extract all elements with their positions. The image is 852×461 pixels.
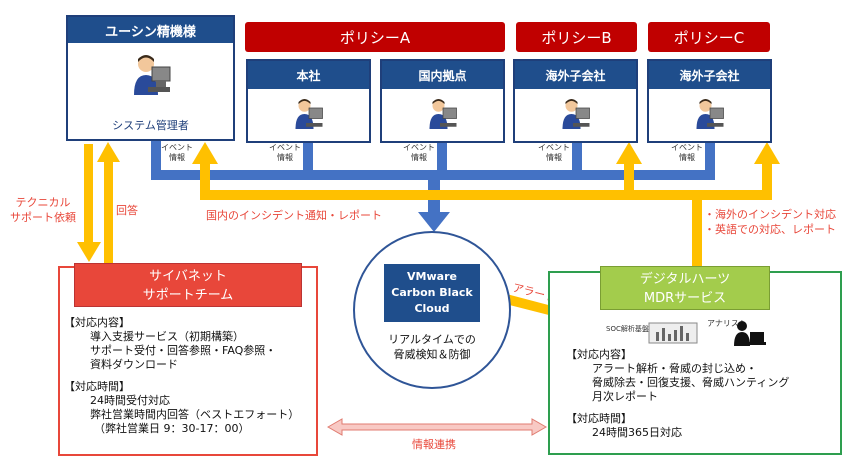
cybernet-line: 弊社営業時間内回答（ベストエフォート） — [90, 408, 300, 421]
customer-title: ユーシン精機様 — [68, 17, 233, 43]
domestic-notice-label: 国内のインシデント通知・レポート — [206, 209, 382, 222]
site-domestic: 国内拠点 — [380, 59, 505, 143]
cybernet-line: サポート受付・回答参照・FAQ参照・ — [90, 344, 277, 357]
mdr-section2-title: 【対応時間】 — [566, 412, 632, 425]
cybernet-line: 資料ダウンロード — [90, 358, 178, 371]
soc-label: SOC解析基盤 — [606, 325, 649, 333]
vmware-caption: リアルタイムでの 脅威検知＆防御 — [388, 333, 476, 361]
user-icon — [295, 99, 323, 129]
cybernet-line: （弊社営業日 9：30-17：00） — [94, 422, 250, 435]
info-link-arrow — [326, 418, 548, 436]
site-label: 海外子会社 — [515, 61, 636, 89]
site-label: 海外子会社 — [649, 61, 770, 89]
cybernet-title: サイバネット サポートチーム — [74, 263, 302, 307]
reply-label: 回答 — [116, 204, 138, 217]
cybernet-line: 24時間受付対応 — [90, 394, 170, 407]
info-link-label: 情報連携 — [412, 438, 456, 451]
admin-user-icon — [134, 55, 171, 95]
mdr-section1-title: 【対応内容】 — [566, 348, 632, 361]
user-icon — [562, 99, 590, 129]
cybernet-line: 導入支援サービス（初期構築） — [90, 330, 244, 343]
site-overseas-c: 海外子会社 — [647, 59, 772, 143]
policy-a: ポリシーA — [245, 22, 505, 52]
customer-box: ユーシン精機様 システム管理者 — [66, 15, 235, 141]
mdr-details: 【対応内容】 アラート解析・脅威の封じ込め・ 脅威除去・回復支援、脅威ハンティン… — [566, 348, 838, 440]
cybernet-details: 【対応内容】 導入支援サービス（初期構築） サポート受付・回答参照・FAQ参照・… — [64, 316, 316, 436]
policy-b: ポリシーB — [516, 22, 637, 52]
mdr-line: 月次レポート — [592, 390, 658, 403]
mdr-line: 脅威除去・回復支援、脅威ハンティング — [592, 376, 790, 389]
site-overseas-b: 海外子会社 — [513, 59, 638, 143]
tech-support-label: テクニカル サポート依頼 — [10, 196, 76, 224]
event-label: イベント 情報 — [671, 143, 703, 162]
user-icon — [429, 99, 457, 129]
mdr-line: 24時間365日対応 — [592, 426, 682, 439]
policy-c: ポリシーC — [648, 22, 770, 52]
vmware-title: VMware Carbon Black Cloud — [384, 264, 480, 322]
site-label: 本社 — [248, 61, 369, 89]
mdr-title: デジタルハーツ MDRサービス — [600, 266, 770, 310]
site-headquarters: 本社 — [246, 59, 371, 143]
event-label: イベント 情報 — [269, 143, 301, 162]
site-label: 国内拠点 — [382, 61, 503, 89]
overseas-notice-label: ・海外のインシデント対応 ・英語での対応、レポート — [704, 208, 836, 236]
admin-role-label: システム管理者 — [112, 119, 189, 132]
analyst-icon — [734, 321, 766, 346]
event-label: イベント 情報 — [403, 143, 435, 162]
event-label: イベント 情報 — [538, 143, 570, 162]
notice-flow — [77, 142, 780, 332]
user-icon — [696, 99, 724, 129]
event-label: イベント 情報 — [161, 143, 193, 162]
analyst-label: アナリスト — [707, 319, 747, 328]
cybernet-section2-title: 【対応時間】 — [64, 380, 130, 393]
mdr-line: アラート解析・脅威の封じ込め・ — [592, 362, 757, 375]
cybernet-section1-title: 【対応内容】 — [64, 316, 130, 329]
soc-platform-icon — [648, 322, 698, 344]
